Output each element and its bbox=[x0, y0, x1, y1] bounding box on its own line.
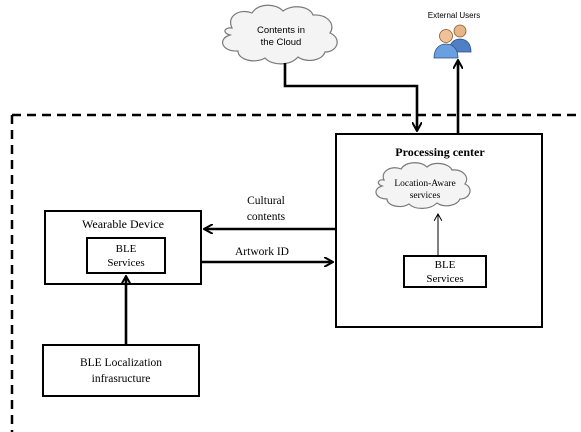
ble-services-wearable-line2: Services bbox=[107, 257, 144, 269]
ble-services-wearable: BLE Services bbox=[86, 237, 166, 274]
system-boundary bbox=[10, 113, 581, 432]
ble-services-processing-line2: Services bbox=[426, 273, 463, 285]
ble-localization-line1: BLE Localization bbox=[80, 357, 162, 369]
wearable-device-title: Wearable Device bbox=[82, 217, 164, 231]
location-aware-cloud: Location-Aware services bbox=[375, 162, 471, 209]
arrow-cloud-to-processing bbox=[283, 63, 417, 130]
ble-localization-box: BLE Localization infrasructure bbox=[42, 344, 200, 397]
label-cultural-line2: contents bbox=[247, 211, 286, 223]
label-cultural-line1: Cultural bbox=[247, 195, 285, 207]
ble-localization-line2: infrasructure bbox=[92, 373, 151, 385]
processing-center-title: Processing center bbox=[395, 145, 485, 159]
ble-services-processing-line1: BLE bbox=[435, 259, 456, 271]
contents-cloud-line1: Contents in bbox=[257, 25, 305, 36]
ble-services-processing: BLE Services bbox=[403, 255, 487, 288]
label-artwork-id: Artwork ID bbox=[235, 246, 289, 258]
contents-cloud-line2: the Cloud bbox=[261, 37, 302, 48]
location-aware-line1: Location-Aware bbox=[394, 179, 455, 189]
users-icon bbox=[433, 24, 472, 59]
edge-labels: Cultural contents Artwork ID bbox=[235, 195, 289, 258]
ble-services-wearable-line1: BLE bbox=[116, 243, 137, 255]
arrows bbox=[126, 61, 458, 345]
contents-cloud: Contents in the Cloud bbox=[222, 4, 338, 65]
location-aware-line2: services bbox=[410, 191, 441, 201]
external-users-label: External Users bbox=[428, 11, 480, 20]
external-users: External Users bbox=[428, 11, 480, 59]
